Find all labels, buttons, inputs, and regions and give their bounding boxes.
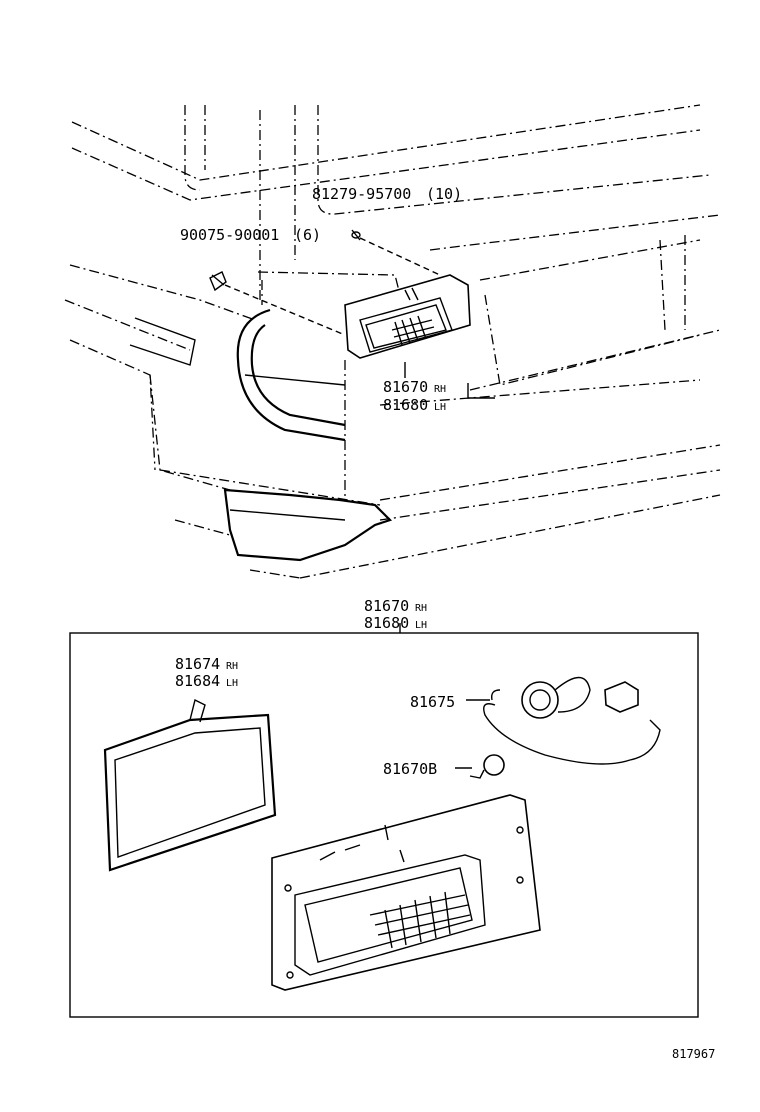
assy-box-rh-side: RH [415,603,427,614]
gasket-lh-part-number: 81684 [175,672,220,690]
assembly-box [69,623,699,1018]
bulb-icon [469,754,505,779]
assy-upper-rh-side: RH [434,384,446,395]
assy-box-lh-part-number: 81680 [364,614,409,632]
clip-quantity: (6) [294,226,321,244]
socket-wire-icon [483,676,661,765]
screw-quantity: (10) [426,185,462,203]
assy-box-lh-side: LH [415,620,427,631]
assy-upper-lh-side: LH [434,402,446,413]
socket-part-number: 81675 [410,693,455,711]
assy-upper-rh-part-number: 81670 [383,378,428,396]
screw-icon [351,229,361,241]
gasket-rh-side: RH [226,661,238,672]
license-lamp-installed [344,274,471,359]
gasket-lh-side: LH [226,678,238,689]
screw-part-number: 81279-95700 [312,185,411,203]
clip-part-number: 90075-90001 [180,226,279,244]
vehicle-rear-illustration [64,104,721,579]
gasket-icon [103,698,277,872]
clip-icon [209,271,227,292]
assy-upper-lh-part-number: 81680 [383,396,428,414]
gasket-rh-part-number: 81674 [175,655,220,673]
lamp-housing-icon [271,794,541,991]
assy-box-rh-part-number: 81670 [364,597,409,615]
figure-number: 817967 [672,1047,715,1061]
bulb-part-number: 81670B [383,760,437,778]
